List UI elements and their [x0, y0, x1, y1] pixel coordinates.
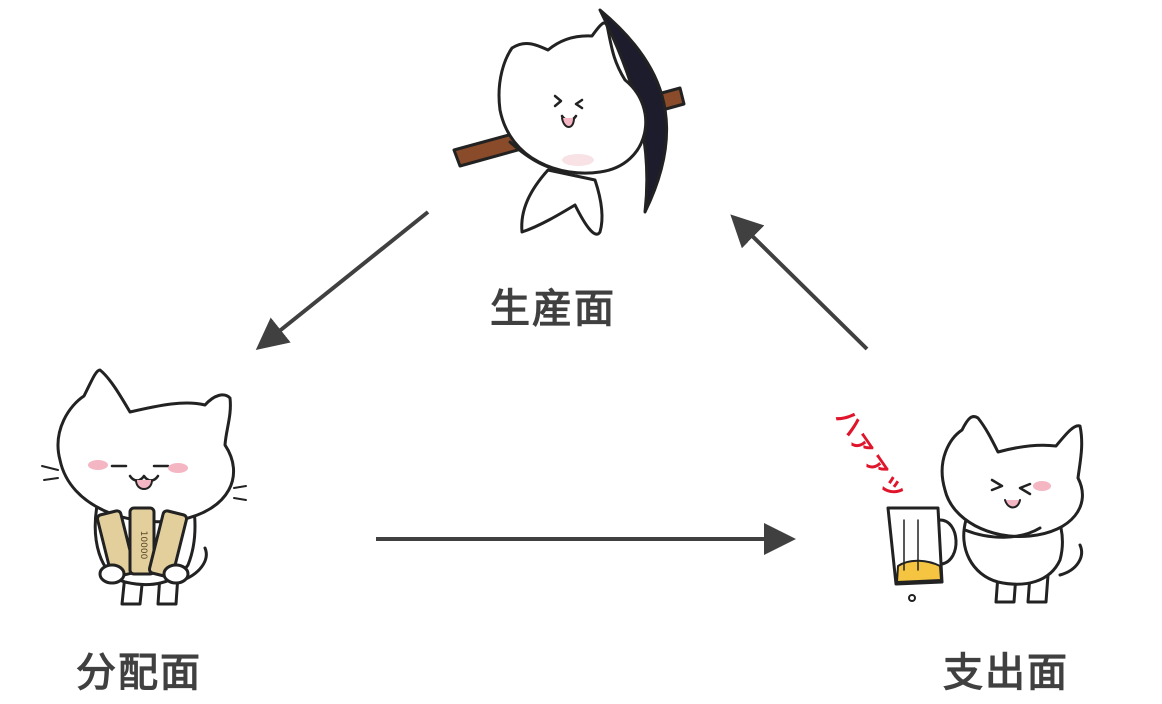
arrow-expenditure-to-production	[730, 214, 869, 351]
cat-holding-banknotes-icon	[41, 368, 247, 606]
cat-with-beer-mug-icon	[886, 415, 1084, 604]
banknote-label: 10000	[138, 531, 148, 560]
node-label-expenditure: 支出面	[943, 650, 1069, 696]
cat-with-pickaxe-icon	[452, 8, 686, 236]
node-label-production: 生産面	[490, 286, 616, 332]
node-label-distribution: 分配面	[76, 650, 202, 696]
arrow-production-to-distribution	[255, 210, 430, 351]
